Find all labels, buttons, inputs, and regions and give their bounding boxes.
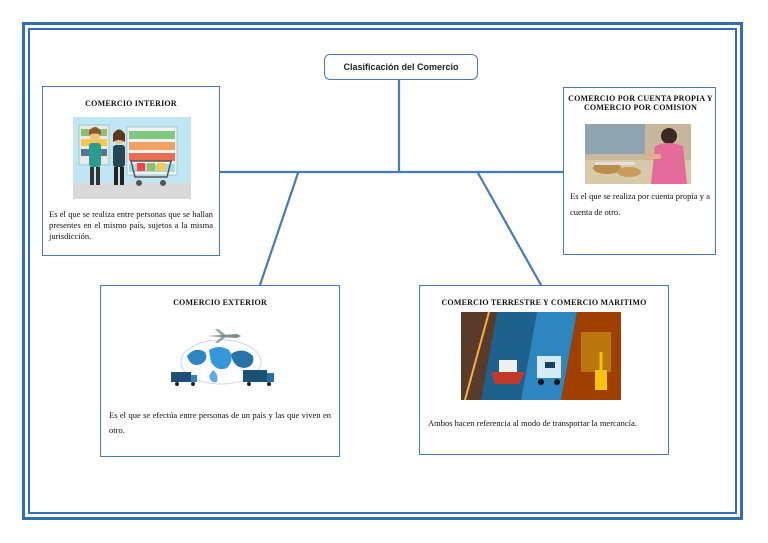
- transport-collage-image: [461, 312, 621, 400]
- root-title: Clasificación del Comercio: [343, 62, 459, 72]
- inner-frame: [28, 28, 737, 514]
- vendor-photo-image: [585, 124, 691, 184]
- card-comercio-terrestre-maritimo: COMERCIO TERRESTRE Y COMERCIO MARITIMO A…: [419, 285, 669, 455]
- card-comercio-exterior: COMERCIO EXTERIOR Es el que se efectúa e…: [100, 285, 340, 457]
- card-description: Es el que se realiza por cuenta propia y…: [570, 191, 710, 217]
- world-map-transport-image: [163, 326, 279, 392]
- outer-frame: [22, 22, 743, 520]
- connector-terrestre: [476, 171, 543, 287]
- card-title: COMERCIO EXTERIOR: [173, 298, 267, 307]
- card-comercio-interior: COMERCIO INTERIOR: [42, 86, 220, 256]
- connector-exterior: [258, 171, 300, 287]
- card-title: COMERCIO TERRESTRE Y COMERCIO MARITIMO: [441, 298, 647, 307]
- shopping-illustration-image: [73, 117, 191, 199]
- card-title: COMERCIO POR CUENTA PROPIA Y COMERCIO PO…: [568, 94, 713, 112]
- card-title: COMERCIO INTERIOR: [85, 99, 177, 108]
- card-description: Es el que se realiza entre personas que …: [49, 209, 213, 241]
- card-description: Ambos hacen referencia al modo de transp…: [428, 418, 637, 428]
- card-description: Es el que se efectúa entre personas de u…: [109, 410, 331, 435]
- root-title-box: Clasificación del Comercio: [324, 54, 478, 80]
- card-comercio-cuenta-propia: COMERCIO POR CUENTA PROPIA Y COMERCIO PO…: [563, 87, 716, 255]
